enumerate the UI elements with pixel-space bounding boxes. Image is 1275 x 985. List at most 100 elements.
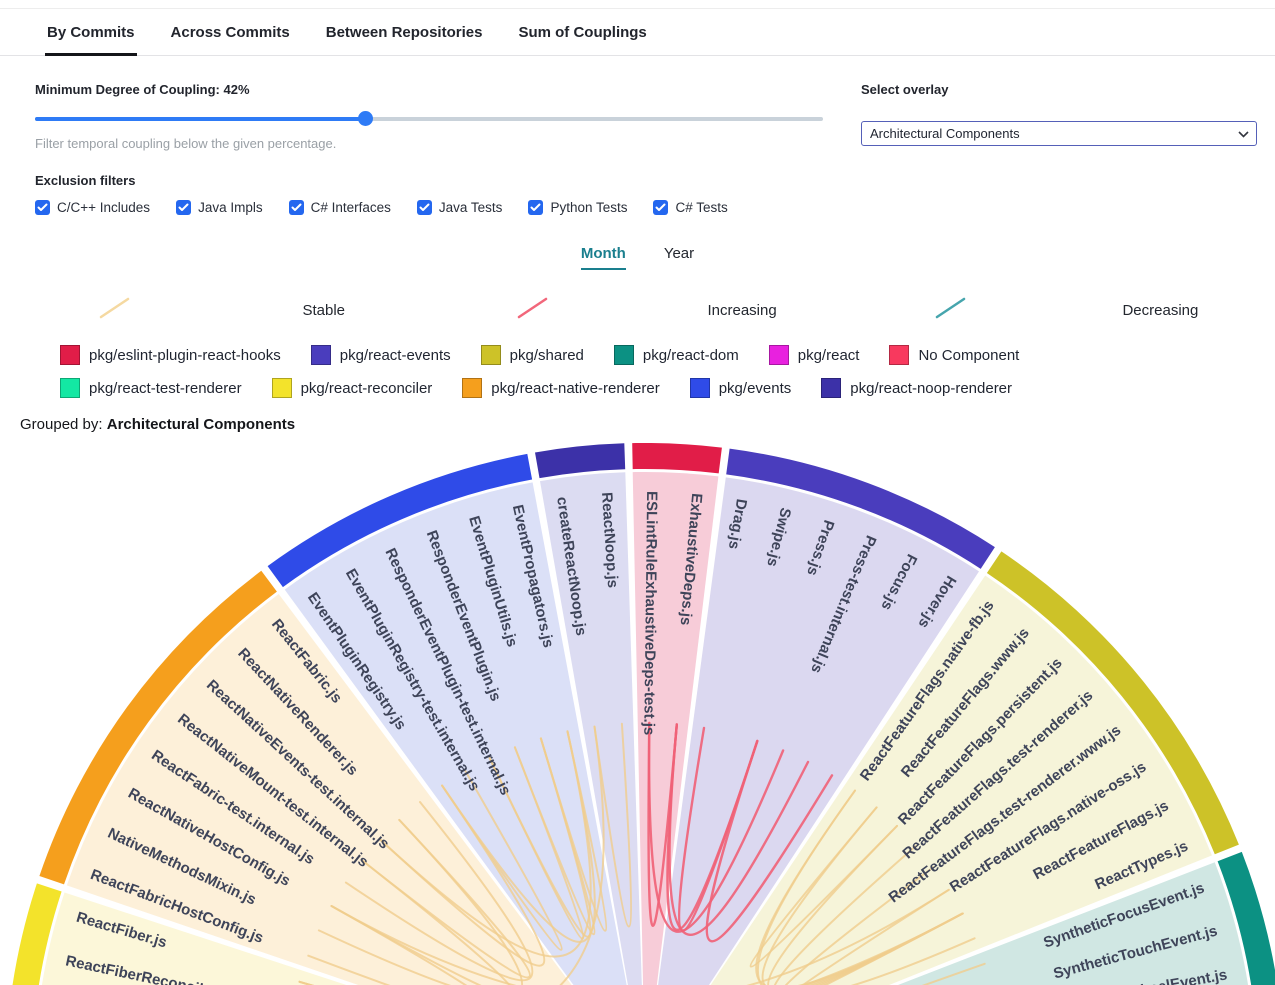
slider-fill [35, 117, 366, 121]
stable-line-sample [97, 296, 133, 325]
tab-between-repositories[interactable]: Between Repositories [325, 24, 483, 41]
filter-c-tests[interactable]: C# Tests [653, 200, 728, 215]
coupling-chart: ReactFiberScheduler.jsReactFiberReconcil… [8, 443, 1275, 985]
legend-label: pkg/react-test-renderer [89, 379, 242, 397]
legend-item-pkg-react-dom: pkg/react-dom [613, 345, 739, 365]
checkbox-c-tests[interactable] [653, 200, 669, 215]
legend-label: pkg/react-reconciler [300, 379, 433, 397]
coupling-edge-stable [756, 789, 976, 985]
status-label-increasing: Increasing [707, 302, 777, 319]
arc-pkg-react-events[interactable] [726, 448, 995, 569]
overlay-label: Select overlay [861, 82, 949, 97]
legend-swatch [768, 345, 789, 365]
checkbox-java-impls[interactable] [176, 200, 192, 215]
overlay-select[interactable]: Architectural Components [861, 121, 1257, 146]
tab-by-commits[interactable]: By Commits [45, 9, 137, 56]
legend-item-pkg-shared: pkg/shared [480, 345, 584, 365]
filter-java-tests[interactable]: Java Tests [416, 200, 503, 215]
coupling-edge-stable [441, 730, 596, 943]
coupling-edge-increasing [705, 739, 834, 943]
legend-item-pkg-eslint-plugin-react-hooks: pkg/eslint-plugin-react-hooks [60, 345, 281, 365]
legend-item-pkg-react: pkg/react [768, 345, 860, 365]
arc-pkg-react-dom[interactable] [1217, 851, 1275, 985]
arc-pkg-events[interactable] [267, 453, 533, 588]
tab-sum-of-couplings[interactable]: Sum of Couplings [518, 24, 647, 41]
wedge-pkg-shared [710, 575, 1212, 985]
legend-swatch [60, 378, 80, 398]
legend-item-pkg-react-test-renderer: pkg/react-test-renderer [60, 378, 242, 398]
coupling-edge-stable [784, 866, 964, 985]
filter-label: Java Impls [198, 200, 263, 215]
legend-label: No Component [918, 346, 1020, 364]
slider-thumb[interactable] [357, 111, 373, 126]
controls-section: Minimum Degree of Coupling: 42% Filter t… [0, 56, 1275, 151]
status-label-stable: Stable [302, 302, 346, 319]
filter-label: C# Interfaces [310, 200, 391, 215]
checkbox-python-tests[interactable] [528, 200, 544, 215]
arc-pkg-shared[interactable] [986, 551, 1239, 855]
grouped-by: Grouped by: Architectural Components [20, 416, 1275, 433]
grouped-by-value: Architectural Components [106, 416, 296, 433]
filter-label: Java Tests [438, 200, 503, 215]
coupling-edge-stable [330, 859, 511, 985]
legend-item-pkg-react-reconciler: pkg/react-reconciler [271, 378, 433, 398]
filter-label: Python Tests [550, 200, 628, 215]
slider-track[interactable] [35, 117, 823, 121]
coupling-control: Minimum Degree of Coupling: 42% Filter t… [35, 82, 823, 151]
decreasing-line-sample [933, 296, 969, 325]
filter-label: C# Tests [675, 200, 728, 215]
coupling-edge-stable [539, 730, 607, 932]
arc-pkg-react-reconciler[interactable] [8, 883, 62, 985]
file-label[interactable]: ReactNoop.js [598, 492, 621, 589]
legend-label: pkg/react [797, 346, 860, 364]
coupling-edge-stable [361, 818, 531, 979]
checkbox-c-interfaces[interactable] [288, 200, 304, 215]
exclusion-filters-label: Exclusion filters [35, 173, 136, 188]
toggle-month[interactable]: Month [580, 245, 626, 270]
increasing-line-sample [515, 296, 551, 325]
tab-across-commits[interactable]: Across Commits [170, 24, 290, 41]
coupling-slider[interactable] [35, 111, 823, 126]
legend-label: pkg/react-noop-renderer [850, 379, 1013, 397]
coupling-edge-increasing [668, 723, 810, 936]
arc-pkg-react-native-renderer[interactable] [39, 570, 277, 885]
checkbox-java-tests[interactable] [416, 200, 432, 215]
filter-label: C/C++ Includes [57, 200, 151, 215]
filter-python-tests[interactable]: Python Tests [528, 200, 627, 215]
legend-item-pkg-react-events: pkg/react-events [310, 345, 451, 365]
coupling-edge-stable [593, 722, 632, 928]
exclusion-filters-section: Exclusion filters C/C++ Includes Java Imp… [0, 151, 1275, 215]
filter-c-interfaces[interactable]: C# Interfaces [288, 200, 391, 215]
coupling-slider-label: Minimum Degree of Coupling: 42% [35, 82, 250, 97]
legend-swatch [613, 345, 634, 365]
file-label[interactable]: ESLintRuleExhaustiveDeps-test.js [640, 491, 660, 735]
coupling-edge-increasing [647, 721, 678, 928]
overlay-select-value: Architectural Components [870, 126, 1020, 141]
wedge-pkg-react-events [658, 477, 979, 985]
legend-swatch [310, 345, 331, 365]
legend-label: pkg/react-native-renderer [491, 379, 660, 397]
legend-item-pkg-react-native-renderer: pkg/react-native-renderer [462, 378, 660, 398]
coupling-edge-stable [441, 770, 563, 951]
wedge-pkg-react-dom [898, 862, 1249, 985]
legend-item-pkg-events: pkg/events [689, 378, 791, 398]
tab-bar: By Commits Across Commits Between Reposito… [0, 8, 1275, 56]
filter-c-c-includes[interactable]: C/C++ Includes [35, 200, 150, 215]
legend-swatch [821, 378, 842, 398]
legend-label: pkg/eslint-plugin-react-hooks [89, 346, 281, 364]
legend-swatch [60, 345, 80, 365]
checkbox-c-c-includes[interactable] [35, 200, 50, 215]
grouped-by-label: Grouped by: [20, 416, 103, 433]
legend-swatch [271, 378, 292, 398]
toggle-year[interactable]: Year [663, 245, 695, 262]
arc-pkg-react-noop-renderer[interactable] [535, 443, 626, 479]
arc-pkg-eslint-plugin-react-hooks[interactable] [632, 443, 722, 474]
coupling-helper-text: Filter temporal coupling below the given… [35, 136, 337, 151]
coupling-edge-stable [307, 905, 468, 985]
filter-java-impls[interactable]: Java Impls [176, 200, 263, 215]
coupling-edge-increasing [647, 721, 785, 933]
component-legend: pkg/eslint-plugin-react-hooks pkg/react-e… [60, 345, 1275, 398]
coupling-edge-stable [317, 818, 523, 985]
legend-swatch [889, 345, 910, 365]
